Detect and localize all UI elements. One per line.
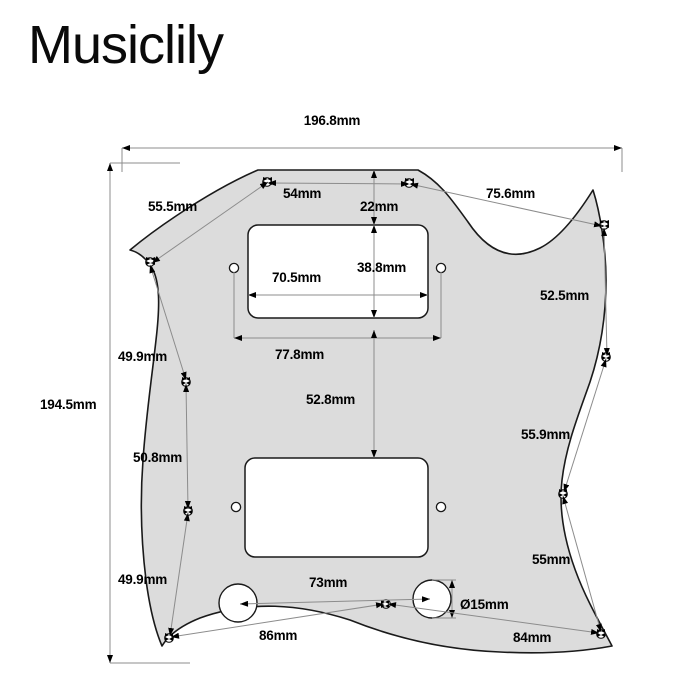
dimlabel-pot-hole-diameter: Ø15mm xyxy=(460,597,509,612)
dimlabel-cavity-to-cavity: 52.8mm xyxy=(306,392,356,407)
bridge-pickup-cavity xyxy=(244,457,429,558)
dimlabel-left-edge-upper: 49.9mm xyxy=(118,349,168,364)
dimline-left-edge-middle xyxy=(183,383,191,510)
dimline-neck-screws xyxy=(267,180,410,187)
screw-hole-lower-left xyxy=(230,501,242,513)
dimlabel-overall-width: 196.8mm xyxy=(303,113,361,128)
dimlabel-upper-left-edge: 55.5mm xyxy=(148,199,198,214)
dimlabel-cavity-screw-span: 77.8mm xyxy=(275,347,325,362)
dimlabel-left-edge-lower: 49.9mm xyxy=(118,572,168,587)
dimlabel-cavity-width: 70.5mm xyxy=(272,270,322,285)
dimline-left-edge-upper xyxy=(149,264,187,381)
dimlabel-bottom-right-diag: 84mm xyxy=(513,630,552,645)
screw-hole-cavity-left xyxy=(228,262,240,274)
dimlabel-neck-pickup-screws: 54mm xyxy=(283,186,322,201)
dimlabel-cavity-height: 38.8mm xyxy=(357,260,407,275)
dimline-right-edge-middle xyxy=(563,358,607,493)
dimlabel-right-edge-middle: 55.9mm xyxy=(521,427,571,442)
dimline-right-horn-edge xyxy=(601,227,610,357)
screw-hole-lower-right xyxy=(435,501,447,513)
dimlabel-right-edge-lower: 55mm xyxy=(532,552,571,567)
dimlabel-pot-hole-span: 73mm xyxy=(309,575,348,590)
dimlabel-right-horn-edge: 52.5mm xyxy=(540,288,590,303)
brand-logo: Musiclily xyxy=(28,15,224,75)
pot-hole-left xyxy=(218,583,258,623)
dimlabel-bottom-left-diag: 86mm xyxy=(259,628,298,643)
dimension-lines xyxy=(107,145,623,664)
dimlabel-overall-height: 194.5mm xyxy=(40,397,97,412)
dimline-bottom-left-diag xyxy=(170,602,385,639)
screw-hole-cavity-right xyxy=(435,262,447,274)
dimline-bottom-right-diag xyxy=(387,602,600,635)
dimlabel-upper-right-diag: 75.6mm xyxy=(486,186,536,201)
dimlabel-top-to-cavity: 22mm xyxy=(360,199,399,214)
dimlabel-left-edge-middle: 50.8mm xyxy=(133,450,183,465)
dimline-upper-right-diag xyxy=(409,182,603,228)
dimline-upper-left-edge xyxy=(151,181,269,264)
